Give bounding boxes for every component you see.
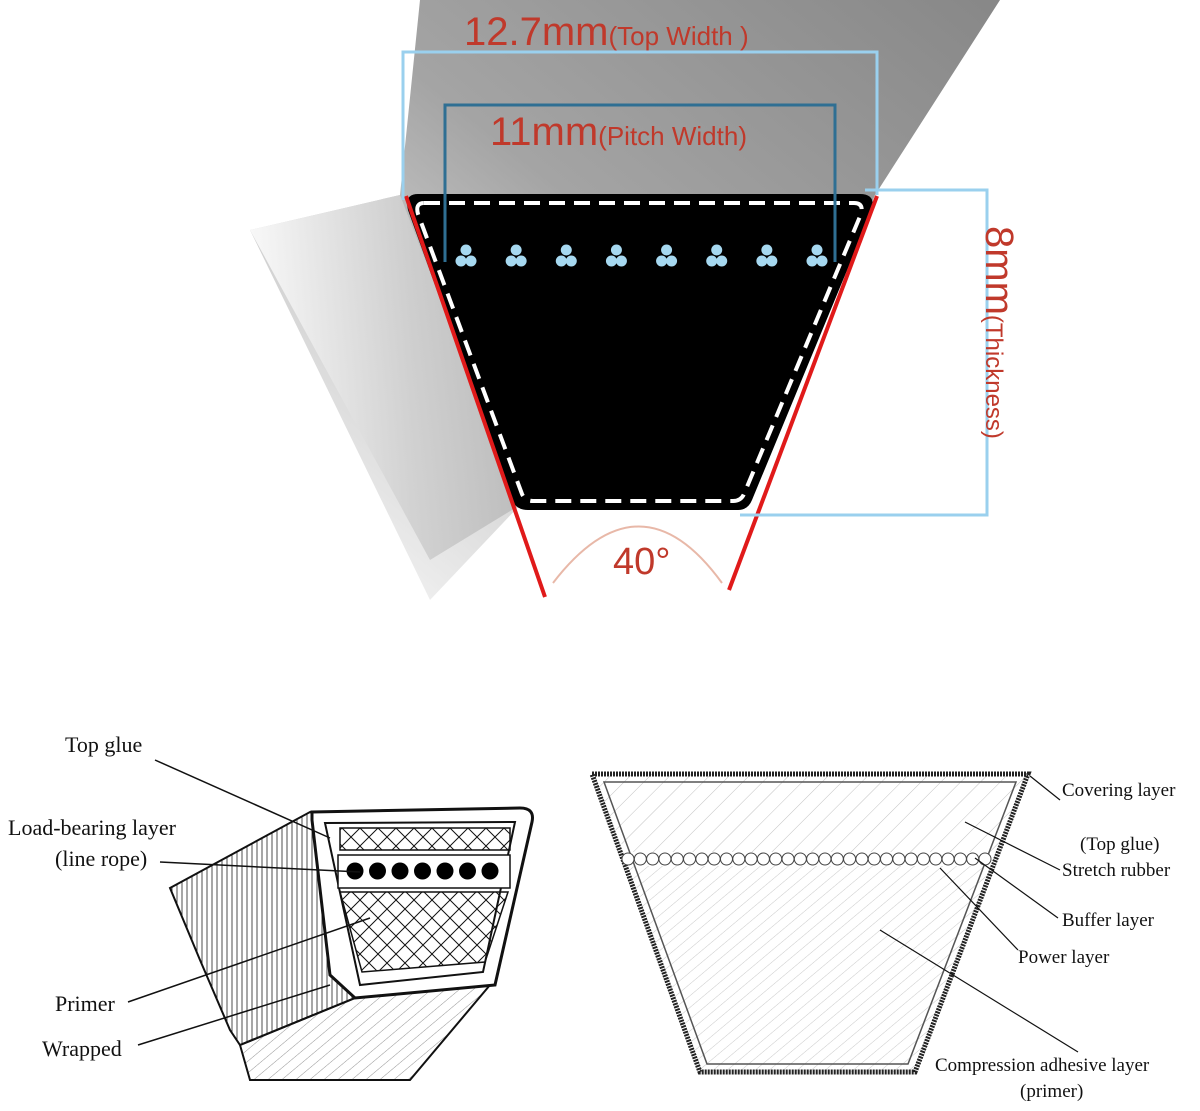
tension-cords (455, 244, 828, 267)
power-cord (904, 852, 918, 866)
power-cord (880, 852, 894, 866)
tension-cord (706, 244, 728, 267)
line-rope-cord (391, 862, 409, 880)
power-cord (756, 852, 770, 866)
label-load-bearing: Load-bearing layer (8, 815, 177, 840)
line-rope-cord (414, 862, 431, 880)
power-cord (744, 852, 758, 866)
belt-cross-section (407, 194, 873, 510)
power-cord (781, 852, 795, 866)
leader-buffer (974, 857, 1059, 919)
leader-load-bearing (159, 861, 361, 873)
label-power: Power layer (1018, 947, 1110, 968)
leader-wrapped (137, 984, 331, 1046)
power-cord (806, 852, 820, 866)
label-top-glue: Top glue (65, 732, 142, 757)
leader-primer (127, 917, 371, 1003)
label-primer-right: (primer) (1020, 1081, 1083, 1102)
power-cord (953, 852, 967, 866)
top-width-bracket (401, 50, 879, 200)
tension-cord (555, 244, 577, 267)
thickness-label: 8mm(Thickness) (977, 226, 1021, 439)
power-cord (658, 852, 672, 866)
power-cord (719, 852, 733, 866)
power-cord (769, 852, 783, 866)
section-lower-region (625, 866, 992, 1072)
leader-power (939, 867, 1019, 951)
belt-3d-front-inner (323, 820, 517, 987)
power-layer-cords (621, 852, 992, 866)
leader-compression (879, 929, 1079, 1053)
section-upper-region (592, 774, 1028, 852)
power-cord (916, 852, 930, 866)
tension-cord (605, 244, 627, 267)
power-cord (793, 852, 807, 866)
pitch-width-label: 11mm(Pitch Width) (490, 110, 747, 154)
line-rope-cord (459, 862, 476, 880)
cross-section-figure: 40° 12.7mm(Top Width ) 11mm(Pitch Width)… (250, 0, 1021, 600)
tension-cord (505, 244, 527, 267)
line-rope-cord (436, 862, 454, 880)
belt-side-face (250, 195, 520, 560)
power-cord (683, 852, 697, 866)
label-primer: Primer (55, 991, 116, 1016)
power-cord (929, 852, 943, 866)
power-cord (621, 852, 635, 866)
tension-cord (656, 244, 678, 267)
label-line-rope: (line rope) (55, 846, 147, 871)
top-width-label: 12.7mm(Top Width ) (464, 10, 749, 54)
angle-label: 40° (613, 541, 670, 583)
bottom-layer-crosshatch (339, 891, 510, 973)
label-stretch: Stretch rubber (1062, 860, 1171, 881)
thickness-bracket (740, 188, 989, 517)
tension-cord (806, 244, 828, 267)
power-cord (670, 852, 684, 866)
line-rope-cord (369, 862, 386, 880)
angle-arc (552, 525, 723, 584)
label-top-glue-right: (Top glue) (1080, 834, 1159, 855)
belt-layer-section: Covering layer (Top glue) Stretch rubber… (588, 771, 1176, 1102)
section-outline (588, 771, 1032, 1075)
power-cord (818, 852, 832, 866)
label-buffer: Buffer layer (1062, 910, 1155, 931)
power-cord (843, 852, 857, 866)
leader-covering (1029, 775, 1061, 801)
power-cord (707, 852, 721, 866)
pitch-width-bracket (443, 103, 837, 262)
power-cord (633, 852, 647, 866)
belt-cross-section-dashed-outline (415, 201, 864, 503)
power-cord (978, 852, 992, 866)
section-inner-outline (602, 781, 1018, 1065)
belt-3d-structure: Top glue Load-bearing layer (line rope) … (8, 732, 534, 1081)
leader-stretch (964, 821, 1061, 871)
label-covering: Covering layer (1062, 780, 1176, 801)
power-cord (695, 852, 709, 866)
leader-top-glue (154, 759, 331, 839)
angle-line-left (404, 195, 547, 598)
label-compression: Compression adhesive layer (935, 1055, 1150, 1076)
power-cord (892, 852, 906, 866)
tension-cord (455, 244, 477, 267)
angle-line-right (727, 195, 879, 591)
power-cord (732, 852, 746, 866)
power-cord (941, 852, 955, 866)
power-cord (855, 852, 869, 866)
tension-cord (756, 244, 778, 267)
belt-3d-bottom-wrap (238, 983, 493, 1081)
power-cord (867, 852, 881, 866)
line-rope-cord (481, 862, 499, 880)
line-rope-cords (346, 862, 499, 880)
label-wrapped: Wrapped (42, 1036, 122, 1061)
power-cord (830, 852, 844, 866)
top-layer-crosshatch (339, 827, 511, 851)
power-cord (646, 852, 660, 866)
